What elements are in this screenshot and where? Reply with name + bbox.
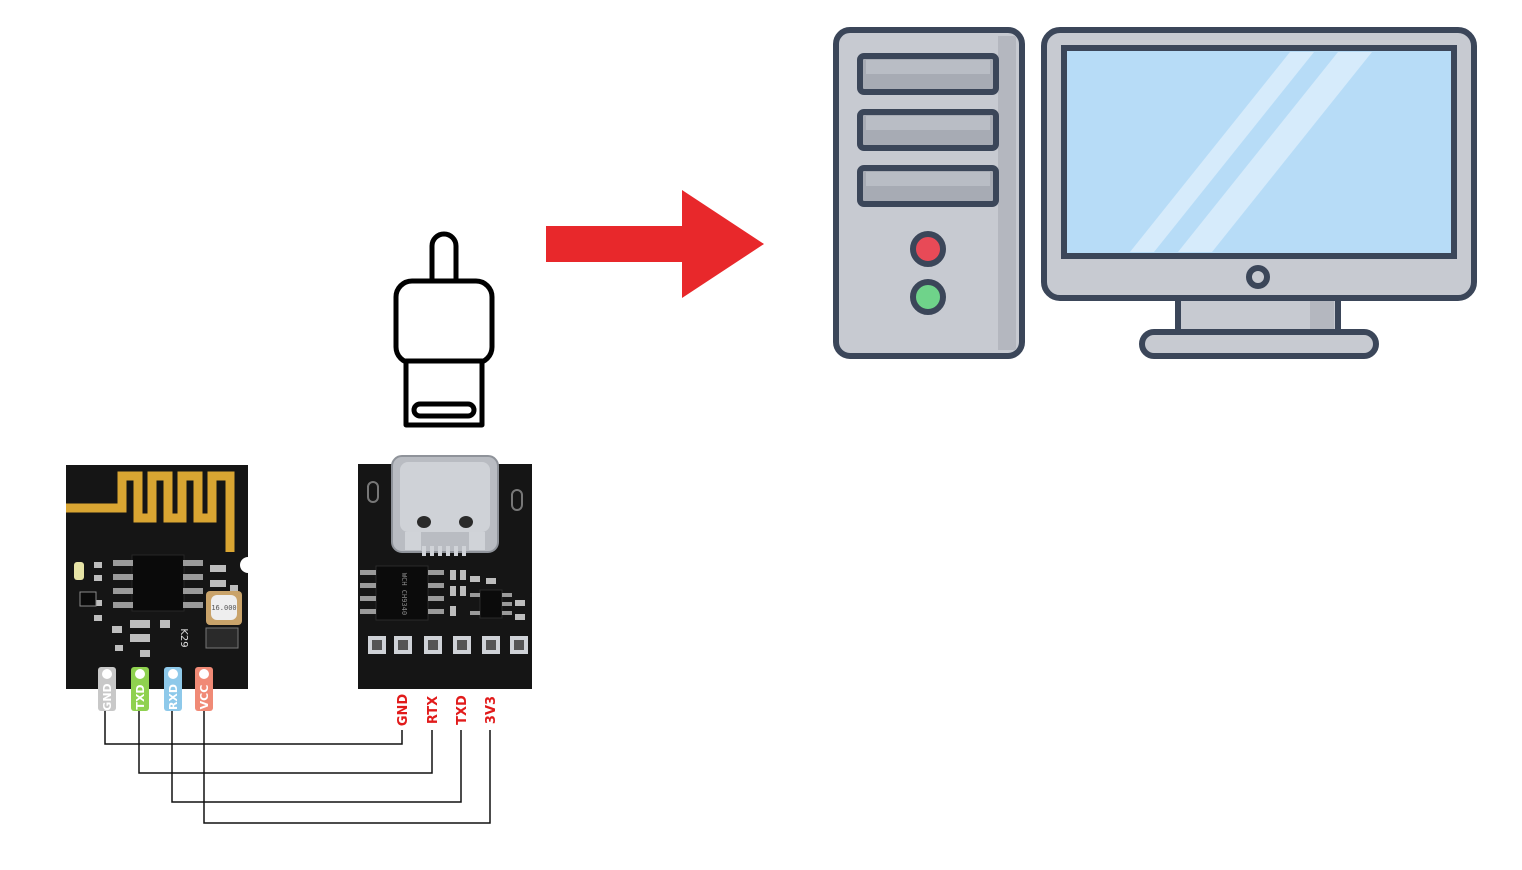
wire-vcc-3v3 (203, 711, 491, 824)
receptacle-leg-right (469, 532, 485, 550)
pin-hole (135, 669, 145, 679)
pc-monitor (1041, 27, 1477, 359)
wire-rxd-txd (171, 711, 462, 803)
module-pin-txd: TXD (131, 667, 149, 711)
crystal-text: 16.000 (211, 604, 236, 612)
board-notch (240, 557, 256, 573)
receptacle-shell (400, 462, 490, 532)
receptacle-hole-left (417, 516, 431, 528)
chip-text: WCH CH9340 (400, 573, 408, 615)
marking-box (205, 627, 239, 649)
module-pin-vcc: VCC (195, 667, 213, 711)
pin-tab (98, 667, 116, 711)
module-pin-rxd: RXD (164, 667, 182, 711)
desktop-computer-icon (833, 27, 1477, 359)
adapter-pin-label-3v3: 3V3 (484, 696, 499, 724)
regulator-legs (470, 593, 512, 615)
led (74, 562, 84, 580)
module-pin-label: VCC (198, 685, 211, 710)
wire-txd-rtx (138, 711, 433, 774)
module-marking: K29 (178, 628, 189, 647)
regulator-chip (479, 589, 503, 619)
pin-tab (131, 667, 149, 711)
pin-tab (164, 667, 182, 711)
pin-hole (199, 669, 209, 679)
receptacle-pins (422, 546, 466, 556)
screen-glare-2 (1178, 52, 1372, 252)
antenna-icon (66, 471, 235, 552)
arrow-right-icon (546, 190, 764, 298)
crystal-top (211, 595, 237, 620)
chip-legs (360, 570, 444, 614)
usb-serial-chip (375, 565, 429, 621)
pin-tab (195, 667, 213, 711)
adapter-pin-label-rtx: RTX (426, 696, 441, 724)
smd-parts (94, 562, 238, 657)
power-led-green (910, 279, 946, 315)
power-led-red (910, 231, 946, 267)
mount-pad-right (511, 489, 523, 511)
wire-gnd-gnd (104, 711, 403, 745)
pin-hole (168, 669, 178, 679)
wires (104, 711, 491, 824)
screen-glare (1130, 52, 1314, 252)
transistor (79, 591, 97, 607)
receptacle-leg-left (405, 532, 421, 550)
rf-chip (131, 554, 185, 612)
chip-legs-left (113, 560, 203, 608)
header-pads (368, 636, 528, 654)
pin-hole (102, 669, 112, 679)
mount-pad-left (367, 481, 379, 503)
usb-adapter: WCH CH9340 GND RTX TXD 3V3 (358, 455, 532, 727)
usb-c-plug-icon (393, 231, 495, 428)
adapter-pin-label-txd: TXD (455, 695, 470, 725)
smd-parts-usb (450, 570, 525, 620)
monitor-button (1246, 265, 1270, 289)
module-pin-label: GND (101, 683, 114, 710)
module-pin-label: TXD (134, 684, 147, 709)
receptacle-hole-right (459, 516, 473, 528)
adapter-pin-label-gnd: GND (396, 694, 411, 727)
rf-module: 16.000 K29 GND TXD RXD VCC (66, 465, 256, 711)
pc-tower (833, 27, 1025, 359)
module-pin-label: RXD (167, 684, 180, 710)
module-pin-gnd: GND (98, 667, 116, 711)
